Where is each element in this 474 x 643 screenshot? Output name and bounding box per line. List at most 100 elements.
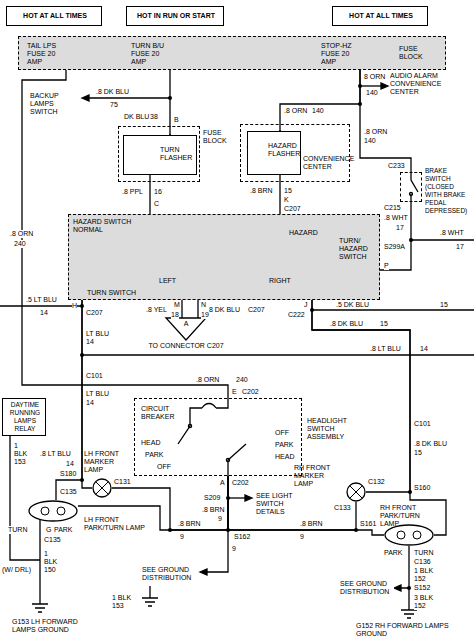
wire-connector — [279, 175, 280, 214]
component-label: CIRCUIT BREAKER — [141, 405, 181, 421]
filament — [96, 482, 108, 494]
wire-label: DK BLU — [124, 113, 149, 121]
bulb — [397, 531, 405, 539]
wire-label: C207 — [248, 306, 265, 314]
wire-label: .8 LT BLU — [40, 450, 71, 458]
wire-label: 14 — [86, 338, 94, 346]
wire-label: .8 DK BLU — [207, 306, 240, 314]
component-box: STOP-HZ FUSE 20 AMP — [321, 39, 367, 69]
lamp-outline — [92, 478, 112, 498]
wire-label: C135 — [44, 536, 61, 544]
wire-label: G152 RH FORWARD LAMPS GROUND — [356, 622, 456, 638]
wire-label: PARK — [384, 549, 403, 557]
arrowhead — [200, 569, 207, 575]
component-box: LH FRONT PARK/TURN LAMP — [28, 500, 78, 522]
component-label: CONVENIENCE CENTER — [303, 155, 349, 171]
component-label: RH FRONT PARK/TURN LAMP — [380, 504, 440, 528]
wire-label: C132 — [368, 478, 385, 486]
component-label: STOP-HZ FUSE 20 AMP — [321, 42, 357, 66]
wire-label: .8 BRN — [300, 520, 323, 528]
wire-label: 14 — [420, 345, 428, 353]
component-label: PARK — [275, 441, 294, 449]
wire-label: C207 — [86, 309, 103, 317]
wire — [206, 530, 228, 572]
wire-label: TURN — [8, 526, 27, 534]
wire-label: 240 — [236, 376, 248, 384]
lamp-outline — [28, 500, 78, 522]
component-box: TAIL LPS FUSE 20 AMP — [27, 39, 73, 69]
wire-label: 9 — [218, 515, 222, 523]
component-label: HOT IN RUN OR START — [127, 12, 225, 20]
wire-label: 1 BLK — [414, 567, 433, 575]
bulb — [57, 507, 65, 515]
park-turn-lamp-symbol — [385, 525, 433, 545]
wire-label: BLK — [44, 558, 57, 566]
component-label: HEAD — [141, 439, 160, 447]
wire-connector — [380, 202, 411, 270]
component-label: RH FRONT MARKER LAMP — [294, 464, 344, 488]
wire-label: SEE GROUND DISTRIBUTION — [340, 580, 394, 596]
wire-label: .8 ORN — [196, 376, 219, 384]
component-label: FUSE BLOCK — [203, 129, 235, 145]
component-box: LH FRONT MARKER LAMP — [92, 478, 112, 498]
wire-label: S209 — [204, 494, 220, 502]
wire-label: 9 — [300, 533, 304, 541]
wire-connector — [112, 476, 228, 530]
wire-label: C135 — [60, 488, 77, 496]
wire-label: C233 — [388, 162, 405, 170]
wire-label: S152 — [414, 584, 430, 592]
wire-connector — [181, 300, 182, 318]
wire-connector — [197, 300, 198, 318]
wire-label: G — [46, 526, 51, 534]
contact — [410, 193, 413, 196]
wire — [88, 97, 170, 98]
component-box: HOT AT ALL TIMES — [6, 6, 102, 26]
wire-label: C131 — [114, 478, 131, 486]
wire-label: C136 — [414, 558, 431, 566]
ground-symbol — [142, 598, 158, 606]
wire-label: J — [304, 301, 308, 309]
wire-label: C215 — [384, 204, 401, 212]
wire-label: H — [72, 302, 77, 310]
component-box: CIRCUIT BREAKERHEADPARKOFFOFFPARKHEADHEA… — [134, 398, 302, 476]
wire-label: .5 LT BLU — [26, 296, 57, 304]
wire-label: 1 BLK — [112, 594, 131, 602]
wire-label: S162 — [234, 533, 250, 541]
wire-label: 9 — [232, 545, 236, 553]
wire-label: 15 — [284, 187, 292, 195]
component-label: HEAD — [275, 453, 294, 461]
component-label: TURN/ HAZARD SWITCH — [339, 237, 379, 261]
wire-label: .8 PPL — [122, 188, 143, 196]
component-box: FUSE BLOCKTURN FLASHER — [118, 126, 200, 182]
park-turn-lamp-symbol — [29, 501, 77, 521]
filament — [350, 486, 362, 498]
wire-label: C — [154, 200, 159, 208]
wire-label: .8 LT BLU — [370, 345, 401, 353]
wire-label: 17 — [396, 224, 404, 232]
bulb — [41, 507, 49, 515]
component-label: HAZARD SWITCH — [73, 218, 131, 226]
wire-label: .8 ORN — [284, 107, 307, 115]
component-label: LEFT — [159, 277, 176, 285]
wire-label: 1 — [14, 442, 18, 450]
component-box: HAZARD SWITCHNORMALHAZARDLEFTRIGHTTURN S… — [68, 214, 380, 300]
wire-label: P — [384, 262, 389, 270]
splice-dots — [80, 84, 413, 590]
component-box: HOT IN RUN OR START — [126, 6, 224, 26]
arrowhead — [381, 83, 388, 89]
component-label: TAIL LPS FUSE 20 AMP — [27, 42, 63, 66]
wire-label: 8 ORN — [364, 73, 385, 81]
wire-label: 15 — [440, 301, 448, 309]
component-label: HAZARD FLASHER — [268, 142, 300, 158]
component-label: NORMAL — [73, 226, 103, 234]
wire — [228, 497, 246, 498]
wire-label: 9 — [180, 533, 184, 541]
connector-triangle — [166, 318, 206, 340]
wire-label: SEE GROUND DISTRIBUTION — [142, 566, 198, 582]
component-box: TURN B/U FUSE 20 AMP — [131, 39, 177, 69]
component-box: BRAKE SWITCH (CLOSED WITH BRAKE PEDAL DE… — [400, 172, 422, 202]
wire-label: B — [174, 116, 179, 124]
component-label: TURN SWITCH — [87, 289, 136, 297]
component-box: HAZARD FLASHER — [247, 131, 301, 175]
